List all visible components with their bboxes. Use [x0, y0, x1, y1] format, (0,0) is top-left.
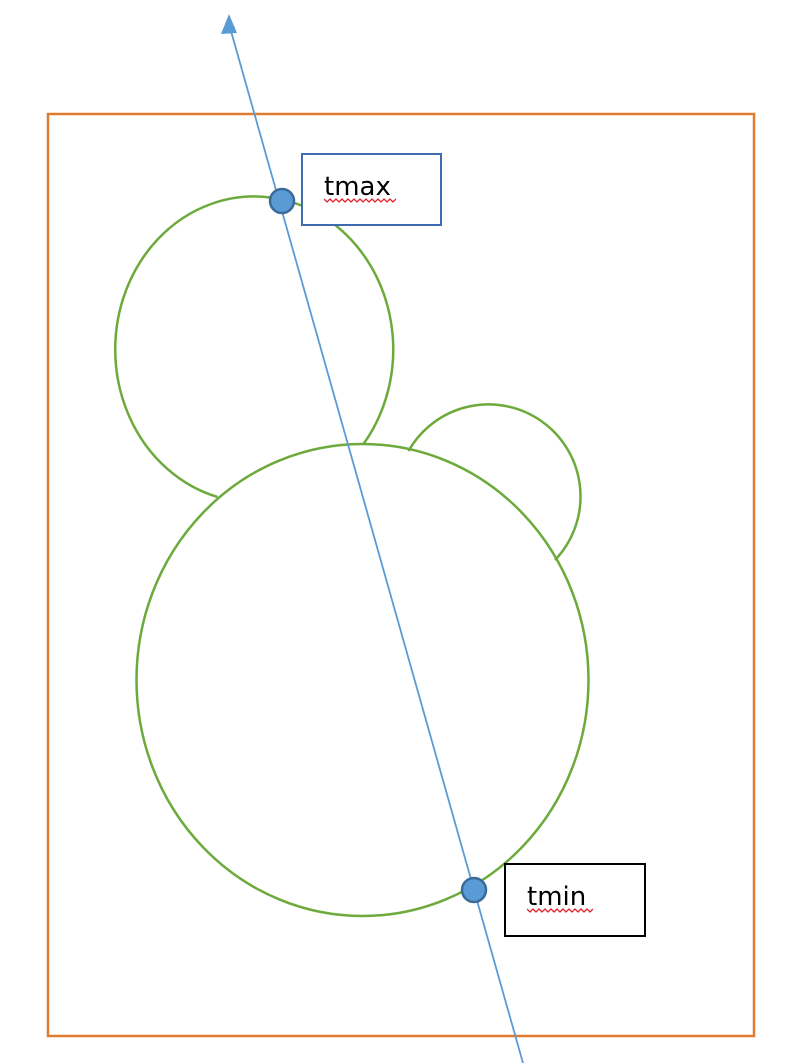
tmax-label: tmax — [324, 172, 391, 202]
tmax-label-box — [301, 153, 442, 226]
tmin-label: tmin — [527, 882, 587, 912]
tmin-point — [460, 876, 488, 904]
ray-arrowhead — [221, 14, 237, 34]
circle-upper-left — [114, 195, 395, 499]
tmin-label-box — [504, 863, 646, 937]
bounding-box — [46, 112, 756, 1038]
tmax-spellcheck-underline — [324, 198, 396, 203]
circle-small-right — [407, 403, 582, 561]
tmax-point — [268, 187, 296, 215]
tmin-spellcheck-underline — [527, 908, 593, 913]
circle-large — [135, 442, 590, 918]
